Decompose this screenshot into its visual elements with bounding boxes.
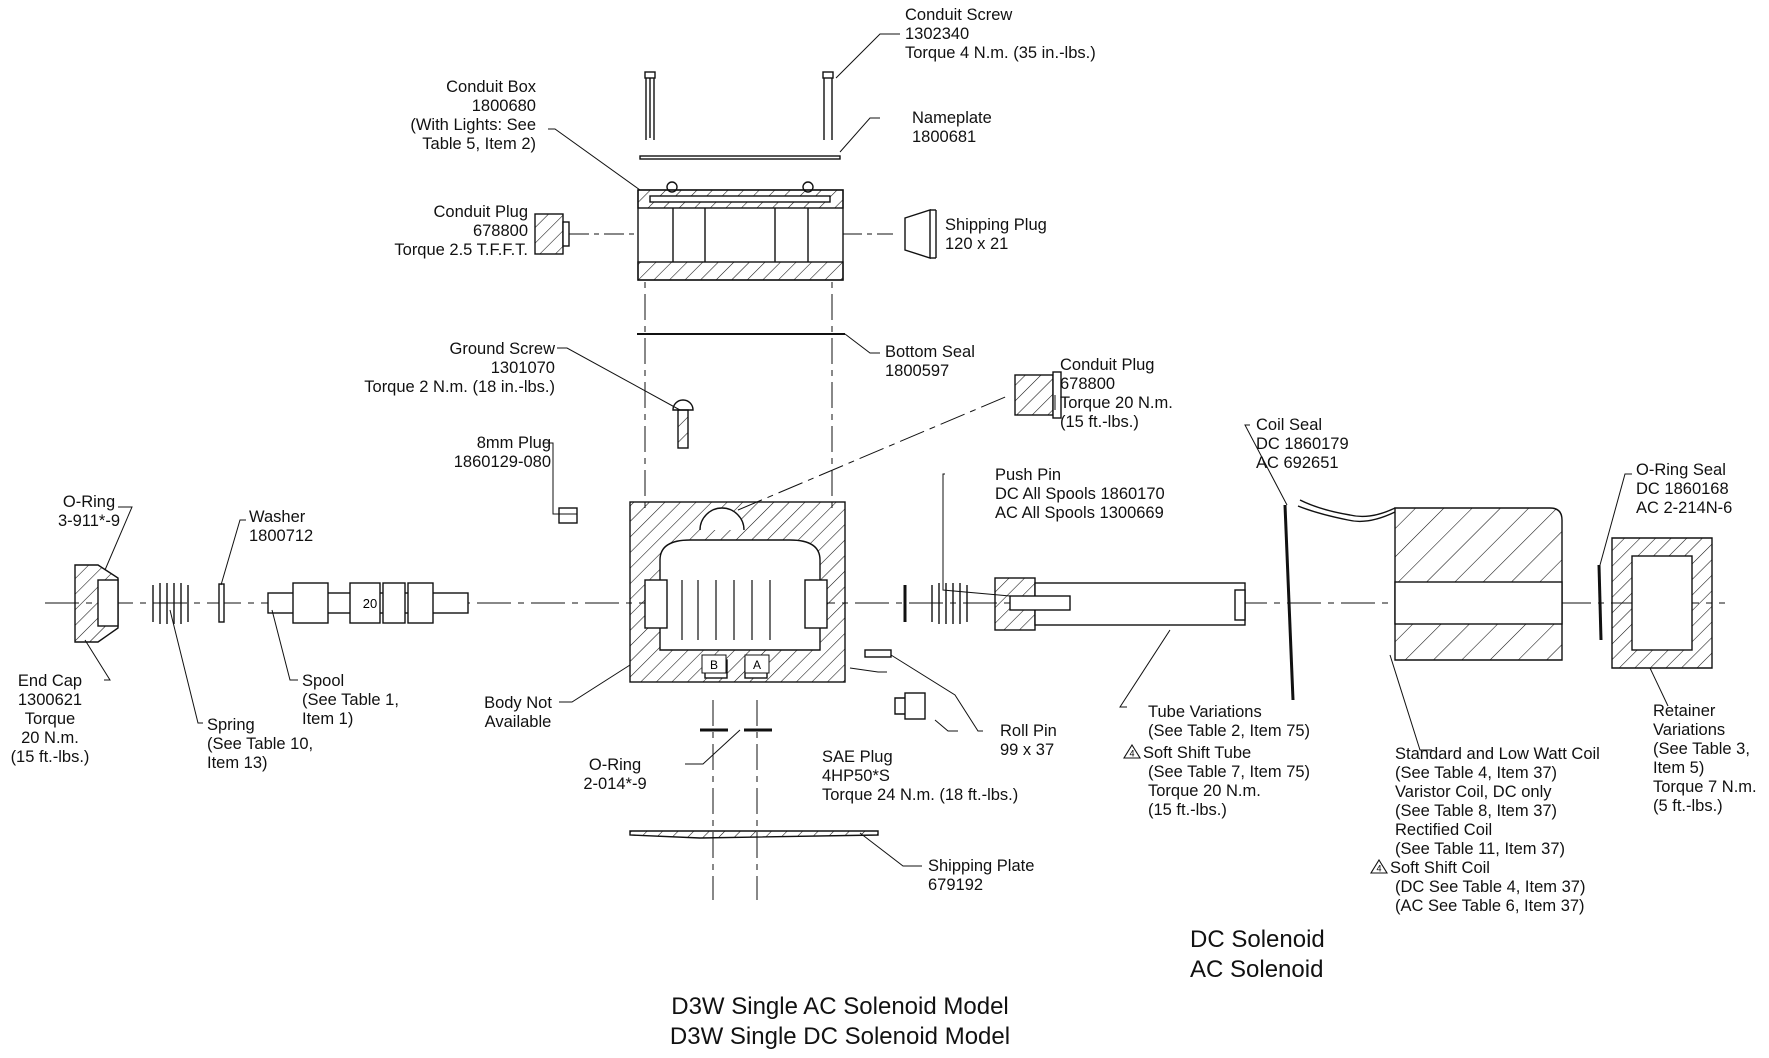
- nameplate-label: Nameplate 1800681: [912, 109, 992, 146]
- shipping-plug-label: Shipping Plug 120 x 21: [945, 216, 1047, 253]
- conduit-plug-body: [1014, 371, 1062, 419]
- bottom-seal-label: Bottom Seal 1800597: [885, 343, 975, 380]
- washer-label: Washer 1800712: [249, 508, 314, 545]
- push-pin-label: Push Pin DC All Spools 1860170 AC All Sp…: [995, 466, 1165, 522]
- body-label: Body Not Available: [484, 694, 552, 731]
- coil-seal: [1283, 504, 1295, 701]
- solenoid-types: DC Solenoid AC Solenoid: [1190, 925, 1325, 985]
- spool: [267, 582, 469, 624]
- conduit-box: [637, 181, 844, 281]
- plug-8mm: [558, 507, 578, 524]
- roll-pin-label: Roll Pin 99 x 37: [1000, 722, 1057, 759]
- retainer: [1611, 537, 1713, 669]
- ground-screw-label: Ground Screw 1301070 Torque 2 N.m. (18 i…: [364, 340, 555, 396]
- spool-label: Spool (See Table 1, Item 1): [302, 672, 399, 728]
- shipping-plate: [629, 830, 879, 839]
- conduit-screw-right: [822, 71, 834, 140]
- svg-text:4: 4: [1376, 864, 1381, 874]
- note-4-triangle-icon: 4: [1123, 744, 1141, 759]
- conduit-plug-body-label: Conduit Plug 678800 Torque 20 N.m. (15 f…: [1060, 356, 1173, 431]
- washer: [218, 583, 225, 623]
- end-cap-label: End Cap 1300621 Torque 20 N.m. (15 ft.-l…: [10, 672, 90, 766]
- conduit-screw-label: Conduit Screw 1302340 Torque 4 N.m. (35 …: [905, 6, 1096, 62]
- ground-screw: [672, 399, 694, 449]
- tube: [994, 577, 1246, 631]
- model-title-ac: D3W Single AC Solenoid Model: [671, 993, 1009, 1020]
- o-ring-seal-label: O-Ring Seal DC 1860168 AC 2-214N-6: [1636, 461, 1733, 517]
- tube-variations-label: Tube Variations (See Table 2, Item 75): [1148, 703, 1311, 740]
- spring-left: [152, 583, 189, 624]
- o-ring-left-label: O-Ring 3-911*-9: [57, 493, 121, 530]
- spring-label: Spring (See Table 10, Item 13): [207, 716, 314, 772]
- sae-plug-label: SAE Plug 4HP50*S Torque 24 N.m. (18 ft.-…: [822, 748, 1019, 804]
- plug-8mm-label: 8mm Plug 1860129-080: [453, 434, 551, 471]
- model-title-dc: D3W Single DC Solenoid Model: [669, 1023, 1011, 1050]
- coil-label: Standard and Low Watt Coil (See Table 4,…: [1395, 745, 1600, 858]
- conduit-plug-top-label: Conduit Plug 678800 Torque 2.5 T.F.F.T.: [394, 203, 528, 259]
- conduit-box-label: Conduit Box 1800680 (With Lights: See Ta…: [410, 78, 536, 153]
- o-ring-seal: [1597, 564, 1603, 641]
- roll-pin: [864, 649, 892, 658]
- conduit-screw-left: [644, 71, 656, 140]
- spool-marking: 20: [363, 596, 377, 611]
- nameplate: [639, 155, 841, 160]
- valve-body: [629, 501, 846, 683]
- coil-seal-label: Coil Seal DC 1860179 AC 692651: [1256, 416, 1349, 472]
- retainer-label: Retainer Variations (See Table 3, Item 5…: [1653, 702, 1757, 815]
- coil: [1297, 499, 1563, 661]
- solenoid-type-dc: DC Solenoid: [1190, 926, 1325, 953]
- note-4-triangle-icon: 4: [1370, 859, 1388, 874]
- end-cap: [74, 564, 119, 643]
- shipping-plug: [904, 209, 937, 259]
- solenoid-type-ac: AC Solenoid: [1190, 956, 1324, 983]
- conduit-plug-top: [534, 213, 570, 255]
- svg-text:4: 4: [1129, 749, 1134, 759]
- sae-plug: [894, 692, 926, 720]
- o-ring-bottom-label: O-Ring 2-014*-9: [583, 756, 647, 793]
- model-titles: D3W Single AC Solenoid Model D3W Single …: [620, 992, 1060, 1052]
- shipping-plate-label: Shipping Plate 679192: [928, 857, 1035, 894]
- port-b-label: B: [710, 658, 718, 672]
- port-a-label: A: [753, 658, 761, 672]
